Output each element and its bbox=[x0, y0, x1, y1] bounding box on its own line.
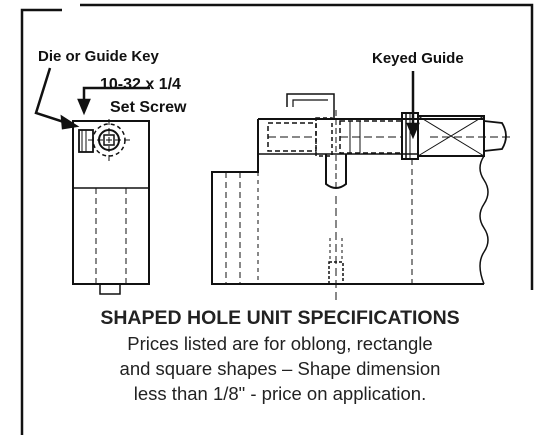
set-screw-label-size: 10-32 x 1/4 bbox=[100, 76, 181, 93]
break-line bbox=[479, 155, 489, 285]
side-view-body bbox=[211, 119, 484, 285]
set-screw-label-name: Set Screw bbox=[110, 99, 187, 116]
specifications-caption: SHAPED HOLE UNIT SPECIFICATIONS Prices l… bbox=[30, 307, 530, 406]
caption-line-3: less than 1/8" - price on application. bbox=[133, 383, 427, 404]
border-frame bbox=[20, 3, 534, 435]
set-screw-leader bbox=[77, 86, 150, 116]
caption-line-2: and square shapes – Shape dimension bbox=[119, 358, 441, 379]
keyed-guide-label: Keyed Guide bbox=[372, 50, 464, 67]
caption-title: SHAPED HOLE UNIT SPECIFICATIONS bbox=[100, 307, 460, 329]
caption-line-1: Prices listed are for oblong, rectangle bbox=[127, 333, 433, 354]
side-view bbox=[211, 93, 512, 300]
die-key-label: Die or Guide Key bbox=[38, 48, 159, 65]
die-key-leader bbox=[34, 67, 80, 130]
end-view bbox=[72, 119, 150, 295]
